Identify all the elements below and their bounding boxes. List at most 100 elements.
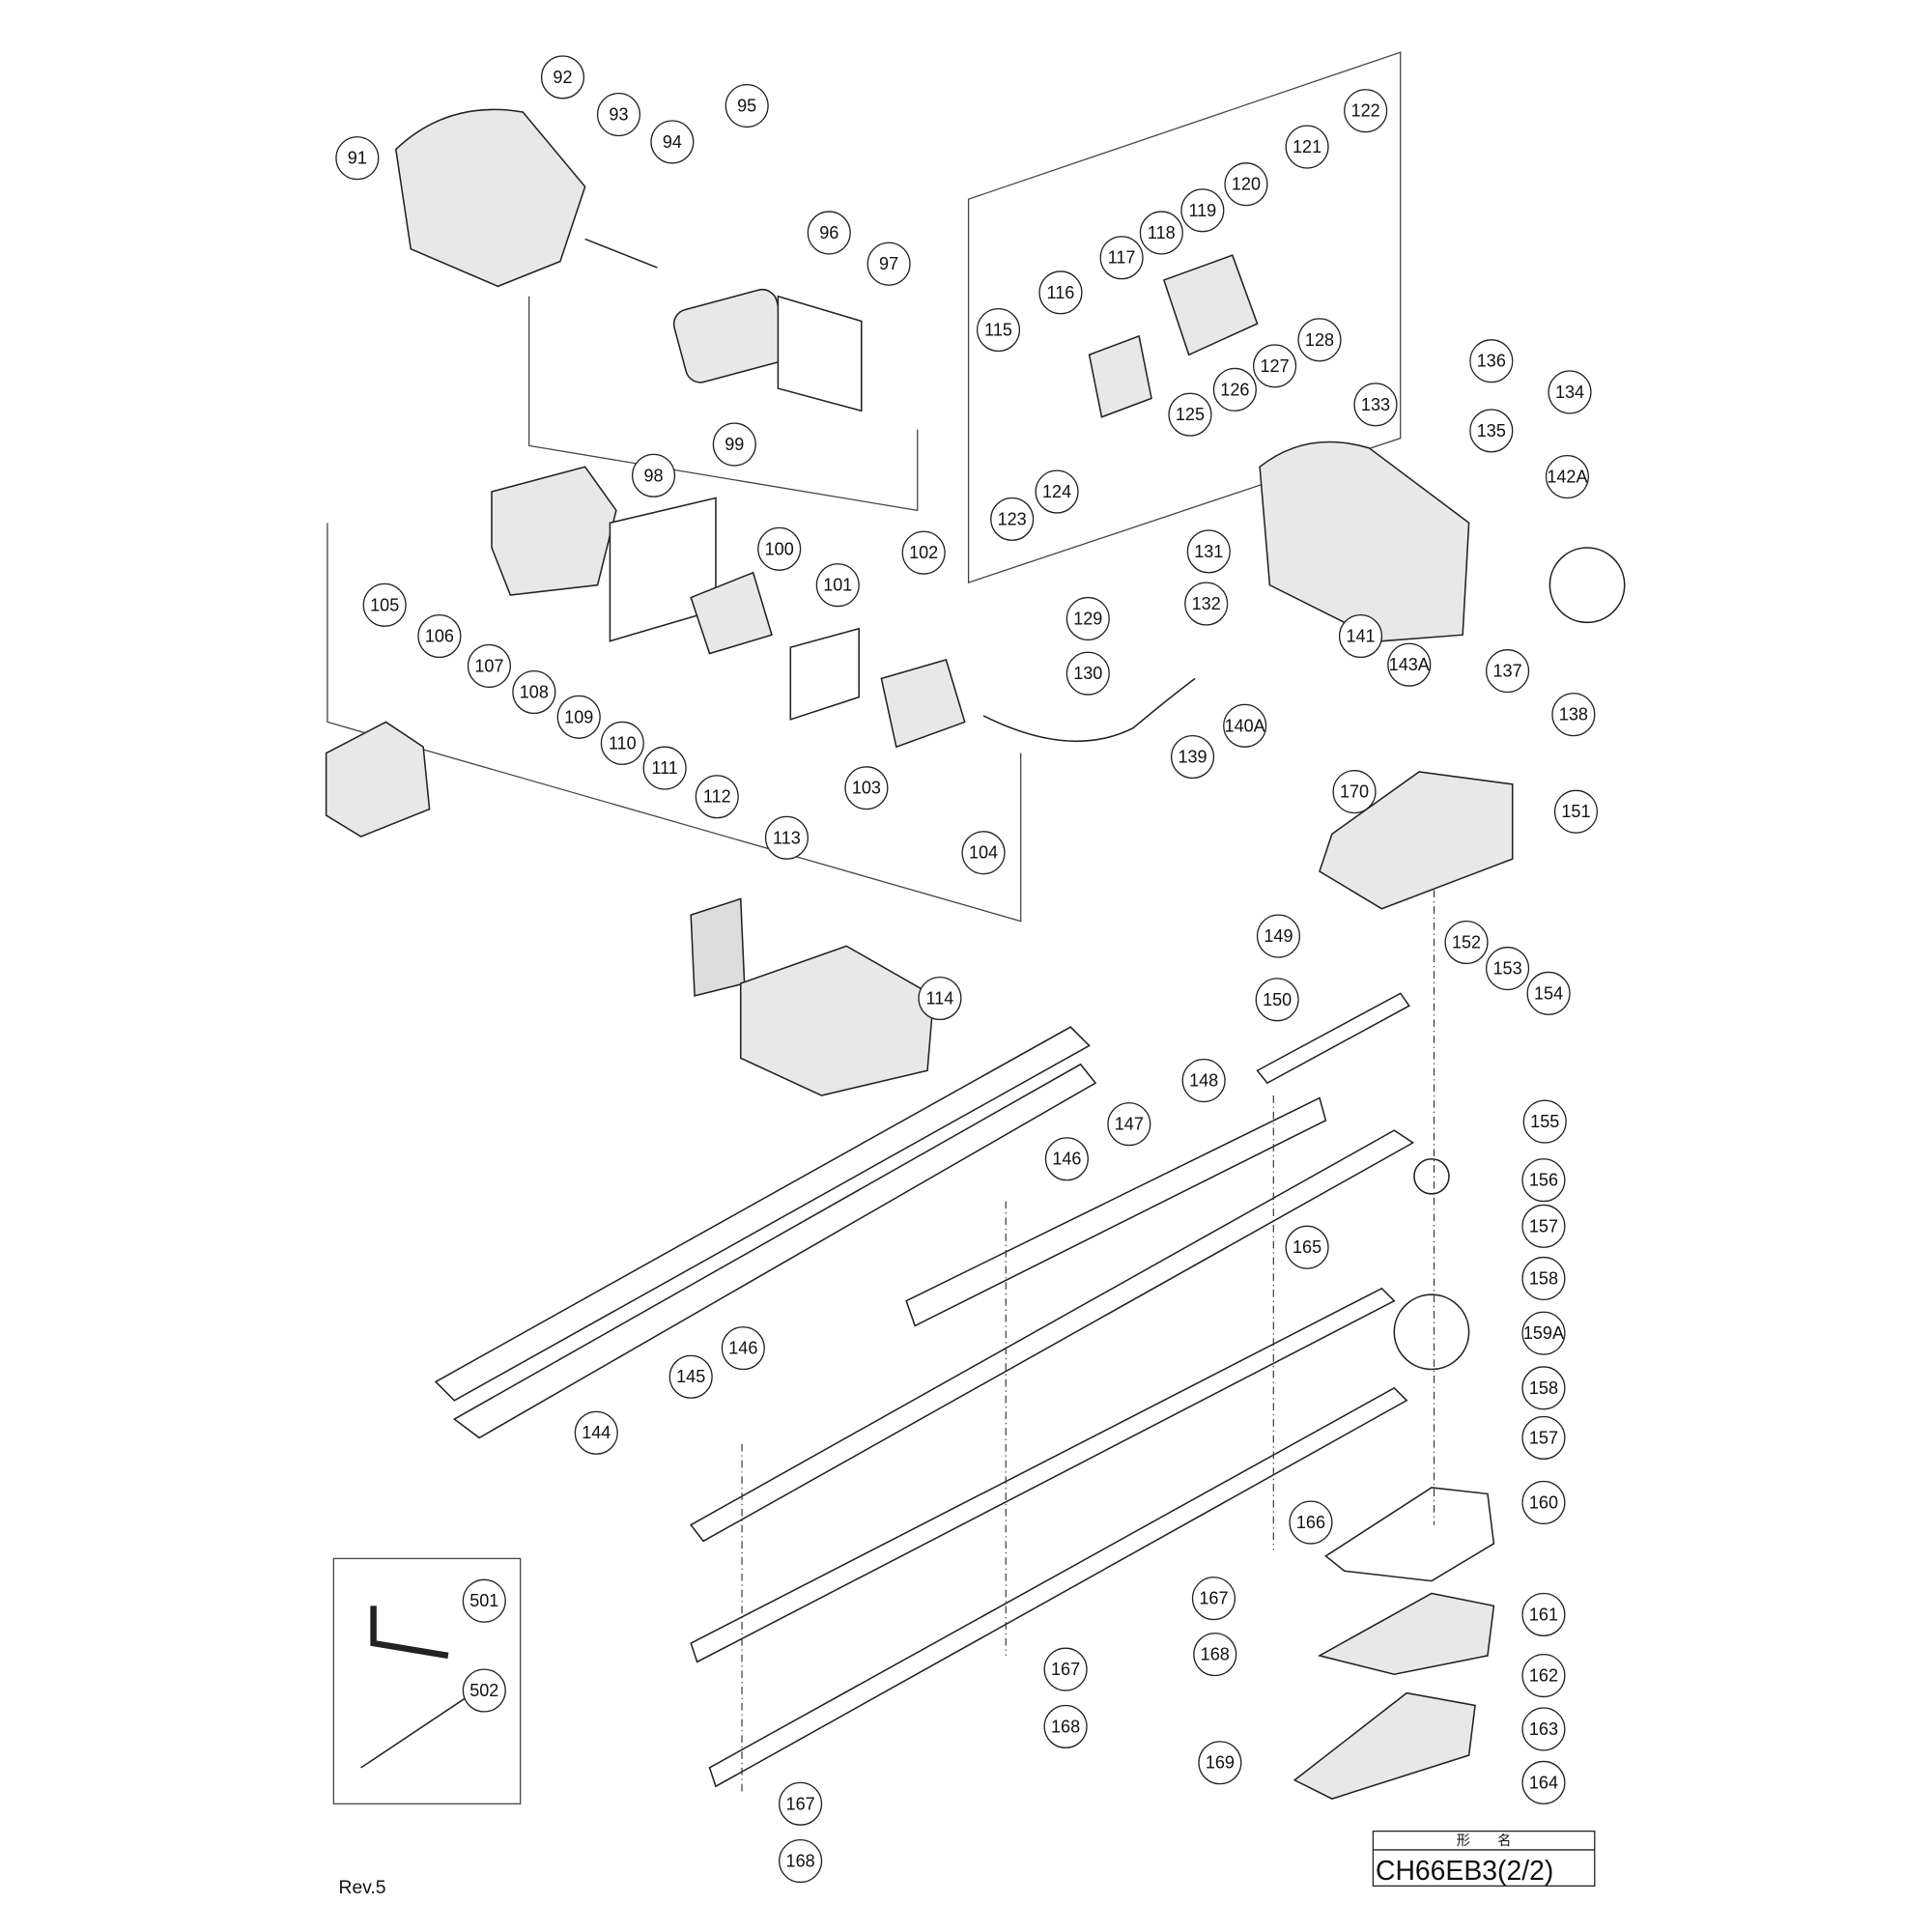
callout-circle <box>757 526 802 571</box>
callout-circle <box>335 136 380 181</box>
callout-number: 129 <box>1073 609 1102 628</box>
callout-circle <box>1289 1500 1333 1545</box>
callout-circle <box>1521 1204 1566 1248</box>
callout-number: 167 <box>1199 1589 1228 1608</box>
callout-circle <box>815 563 860 608</box>
callout-16: 107 <box>467 643 511 688</box>
callout-circle <box>1548 370 1592 414</box>
callout-29: 120 <box>1224 162 1268 207</box>
callout-32: 123 <box>990 497 1035 541</box>
callout-14: 105 <box>362 582 407 627</box>
callout-circle <box>1297 318 1342 362</box>
callout-number: 106 <box>425 627 454 646</box>
callout-number: 168 <box>786 1852 815 1871</box>
callout-number: 100 <box>765 539 794 558</box>
carb-gasket-part <box>789 627 860 721</box>
callout-number: 149 <box>1264 926 1293 946</box>
tank-cap-part <box>1548 547 1626 624</box>
callout-36: 127 <box>1253 344 1297 388</box>
callout-17: 108 <box>512 669 556 715</box>
callout-68: 158 <box>1521 1256 1566 1301</box>
callout-number: 167 <box>786 1794 815 1813</box>
callout-number: 148 <box>1189 1071 1218 1091</box>
bolt-part <box>584 238 658 269</box>
callout-61: 151 <box>1553 789 1598 834</box>
callout-9: 100 <box>757 526 802 571</box>
connecting-bar-part <box>1256 992 1410 1085</box>
callout-number: 167 <box>1051 1660 1080 1679</box>
callout-33: 124 <box>1035 469 1079 514</box>
callout-circle <box>918 976 962 1021</box>
callout-circle <box>1038 270 1083 315</box>
callout-circle <box>1285 1225 1329 1269</box>
callout-number: 135 <box>1477 421 1506 440</box>
callout-circle <box>462 1668 506 1713</box>
gear-cover-part <box>1317 1592 1495 1676</box>
callout-number: 92 <box>553 68 572 87</box>
callout-circle <box>1526 971 1571 1015</box>
callout-47: 138 <box>1551 693 1596 737</box>
callout-circle <box>1521 1653 1566 1698</box>
callout-circle <box>1065 651 1110 696</box>
callout-number: 122 <box>1351 101 1380 121</box>
callout-5: 96 <box>807 211 851 255</box>
callout-39: 130 <box>1065 651 1110 696</box>
callout-number: 128 <box>1305 330 1334 350</box>
callout-15: 106 <box>417 613 462 659</box>
callout-circle <box>1338 613 1383 659</box>
callout-number: 158 <box>1529 1268 1558 1288</box>
callout-number: 120 <box>1232 175 1261 194</box>
callout-4: 95 <box>724 83 769 128</box>
callout-10: 101 <box>815 563 860 608</box>
model-box-header: 形 名 <box>1457 1833 1512 1849</box>
callout-circle <box>1344 89 1388 133</box>
callout-circle <box>631 453 676 497</box>
callout-circle <box>1044 1137 1089 1181</box>
callout-number: 132 <box>1192 594 1221 613</box>
callout-number: 125 <box>1176 405 1205 424</box>
callout-circle <box>1181 1059 1226 1103</box>
callout-number: 143A <box>1389 655 1430 674</box>
callout-number: 137 <box>1493 662 1522 681</box>
callout-circle <box>1521 1256 1566 1301</box>
callout-circle <box>1486 649 1530 694</box>
callout-circle <box>990 497 1035 541</box>
callout-number: 94 <box>663 132 682 152</box>
carburetor-group-frame <box>967 51 1402 583</box>
callout-6: 97 <box>867 242 911 286</box>
callout-20: 111 <box>642 746 687 790</box>
callout-number: 157 <box>1529 1216 1558 1236</box>
callout-circle <box>1107 1102 1151 1147</box>
callout-21: 112 <box>695 775 739 819</box>
callout-number: 165 <box>1293 1237 1321 1257</box>
callout-number: 99 <box>724 435 744 454</box>
callout-37: 128 <box>1297 318 1342 362</box>
callout-number: 138 <box>1559 705 1588 724</box>
callout-circle <box>1224 162 1268 207</box>
callout-circle <box>1332 770 1377 814</box>
callout-circle <box>1486 947 1530 991</box>
callout-number: 163 <box>1529 1719 1558 1739</box>
callout-circle <box>1191 1577 1236 1621</box>
callout-3: 94 <box>650 120 695 164</box>
callout-34: 125 <box>1168 392 1212 437</box>
callout-18: 109 <box>556 695 601 739</box>
callout-number: 95 <box>737 97 756 116</box>
callout-circle <box>779 1781 823 1826</box>
callout-circle <box>1444 920 1489 965</box>
callout-number: 169 <box>1206 1753 1235 1773</box>
callout-28: 119 <box>1180 188 1225 233</box>
callout-number: 152 <box>1452 933 1481 952</box>
callout-25: 116 <box>1038 270 1083 315</box>
lower-blade-part-2 <box>708 1386 1408 1788</box>
callout-30: 121 <box>1285 125 1329 169</box>
callout-circle <box>1139 211 1183 255</box>
callout-circle <box>712 422 756 467</box>
callout-63: 153 <box>1486 947 1530 991</box>
callout-58: 148 <box>1181 1059 1226 1103</box>
callout-42: 133 <box>1353 383 1398 427</box>
model-number: CH66EB3(2/2) <box>1376 1856 1553 1887</box>
callout-77: 165 <box>1285 1225 1329 1269</box>
callout-circle <box>417 613 462 659</box>
callout-circle <box>362 582 407 627</box>
